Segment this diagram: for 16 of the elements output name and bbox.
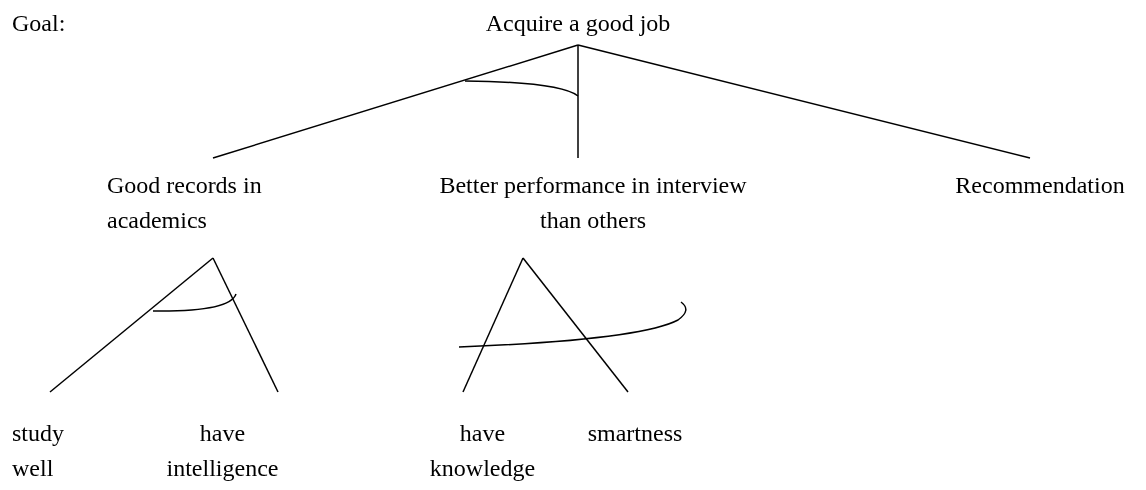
node-text: Better performance in interview than others (438, 171, 748, 235)
node-text: study well (12, 419, 65, 483)
node-text: have intelligence (165, 419, 280, 483)
connector-line (522, 257, 629, 393)
node-text: Recommendation (954, 171, 1126, 200)
connector-line (577, 44, 579, 159)
goal-label: Goal: (12, 9, 66, 38)
connector-line (212, 44, 579, 159)
node-text: smartness (586, 419, 684, 448)
connector-line (49, 257, 214, 393)
connector-line (577, 44, 1031, 159)
connector-line (212, 257, 279, 393)
node-text: Good records in academics (107, 171, 263, 235)
node-text: Acquire a good job (484, 9, 672, 38)
node-text: have knowledge (428, 419, 537, 483)
connector-line (462, 257, 524, 393)
